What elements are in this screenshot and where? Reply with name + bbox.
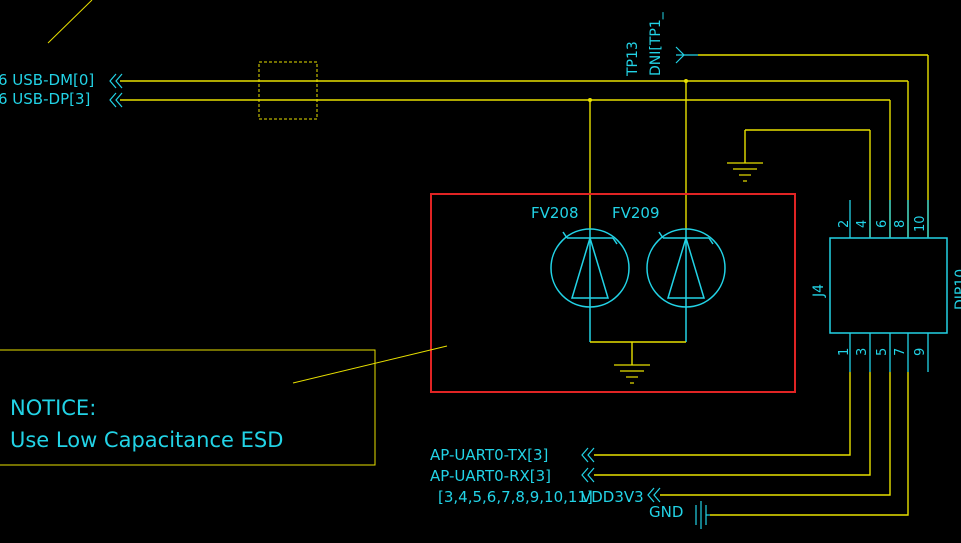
net-label-vdd: VDD3V3 (581, 488, 644, 506)
pin-number: 7 (893, 348, 908, 356)
uart-wires (594, 372, 909, 516)
pin-number: 3 (855, 348, 870, 356)
connector-ref: J4 (811, 284, 827, 298)
diode-ref-fv209: FV209 (612, 204, 660, 222)
pin-number: 6 (875, 220, 890, 228)
testpoint-value: DNI[TP1_ (648, 11, 664, 76)
tvs-diode-icon (550, 228, 630, 342)
ground-icon (614, 364, 650, 384)
connector-body (829, 237, 948, 334)
dashed-keepout-box (258, 61, 318, 120)
diode-ground-wires (590, 341, 686, 365)
net-label-uart-rx: AP-UART0-RX[3] (430, 467, 551, 485)
notice-leader-line (292, 345, 448, 384)
net-label-usb-dp: 6 USB-DP[3] (0, 90, 90, 108)
net-label-gnd: GND (649, 503, 683, 521)
esd-highlight-box (430, 193, 796, 393)
net-label-usb-dm: 6 USB-DM[0] (0, 71, 94, 89)
notice-title: NOTICE: (10, 396, 96, 420)
testpoint-ref: TP13 (625, 41, 641, 77)
pin-number: 2 (837, 220, 852, 228)
notice-box (0, 349, 376, 466)
pin-number: 8 (893, 220, 908, 228)
uart-rx-port-icon (581, 467, 595, 483)
pin-number: 1 (837, 348, 852, 356)
vdd-port-icon (647, 487, 661, 503)
net-label-uart-tx: AP-UART0-TX[3] (430, 446, 548, 464)
tvs-diode-icon (646, 228, 726, 342)
notice-text: Use Low Capacitance ESD (10, 428, 283, 452)
uart-tx-port-icon (581, 447, 595, 463)
ground-icon (727, 162, 763, 182)
pin-number: 4 (855, 220, 870, 228)
testpoint-arrow-icon (675, 46, 698, 64)
gnd-port-icon (695, 501, 710, 529)
junction-dot (684, 79, 688, 83)
pin-number: 5 (875, 348, 890, 356)
connector-value: DIP10 (953, 269, 961, 310)
leader-line-top (47, 0, 93, 44)
pin-number: 9 (913, 348, 928, 356)
pin-number: 10 (913, 215, 928, 232)
junction-dot (588, 98, 592, 102)
usb-dp-port-icon (109, 92, 123, 108)
net-label-vdd-sheets: [3,4,5,6,7,8,9,10,11] (438, 488, 593, 506)
diode-ref-fv208: FV208 (531, 204, 579, 222)
usb-wires (120, 54, 929, 237)
connector-pins (849, 200, 929, 372)
usb-dm-port-icon (109, 73, 123, 89)
